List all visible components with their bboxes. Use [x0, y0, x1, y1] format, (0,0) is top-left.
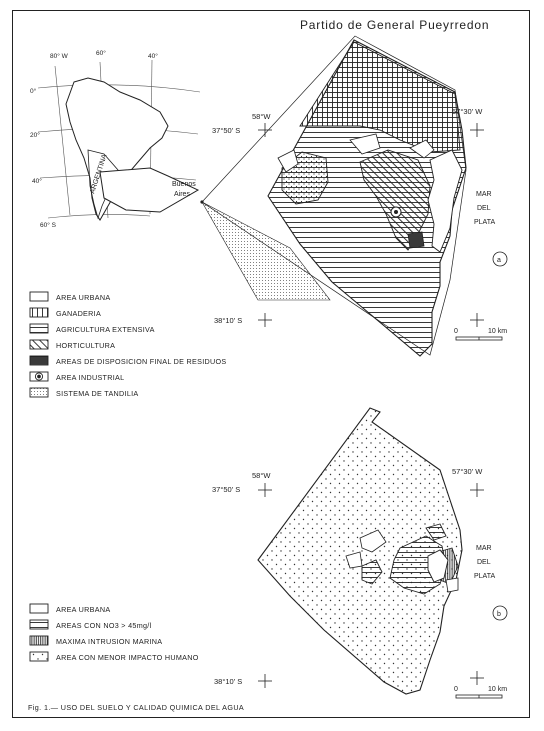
map-a: 58°W 37°50' S 57°30' W 38°10' S MAR DEL …: [201, 39, 508, 357]
map-b-panel-badge: [492, 605, 508, 621]
legend-a-label: AGRICULTURA EXTENSIVA: [56, 324, 155, 334]
map-b-panel-label: b: [497, 611, 501, 618]
urban-patch-2: [349, 133, 381, 155]
map-b-city-1: MAR: [476, 545, 492, 552]
map-a-coord-3810s: 38°10' S: [214, 316, 242, 325]
inset-lon-80: 80° W: [50, 52, 69, 60]
nitrate-zone-2: [361, 559, 383, 585]
legend-a-item-tandilia: SISTEMA DE TANDILIA: [56, 387, 139, 399]
legend-a-item-ganaderia: GANADERIA: [56, 307, 101, 319]
map-b-coord-5730w: 57°30' W: [452, 467, 483, 476]
urban-area-b: [427, 549, 449, 583]
legend-a-item-horticultura: HORTICULTURA: [56, 339, 115, 351]
map-a-city-3: PLATA: [474, 219, 495, 226]
map-b-city-2: DEL: [477, 559, 491, 566]
partido-b-outline: [257, 407, 463, 695]
cross-b-south-east: [470, 671, 484, 685]
map-a-coord-58w: 58°W: [252, 112, 271, 121]
inset-lon-40: 40°: [148, 52, 158, 60]
map-a-coord-5730w: 57°30' W: [452, 107, 483, 116]
legend-a-label: SISTEMA DE TANDILIA: [56, 388, 139, 398]
legend-a-item-urbana: AREA URBANA: [56, 291, 110, 303]
legend-b-item-urbana: AREA URBANA: [56, 603, 110, 615]
argentina-outline: [87, 149, 119, 220]
map-b: 58°W 37°50' S 57°30' W 38°10' S MAR DEL …: [212, 407, 508, 699]
inset-lat-0: 0°: [30, 87, 37, 95]
legend-b-swatches: [29, 603, 49, 662]
inset-map: 80° W 60° 40° 0° 20° 40° 60° S ARGENTINA…: [30, 35, 467, 356]
map-title: Partido de General Pueyrredon: [300, 18, 490, 32]
inset-lat-60s: 60° S: [40, 221, 57, 229]
legend-a-item-agricultura: AGRICULTURA EXTENSIVA: [56, 323, 155, 335]
cross-b-3810s: [258, 674, 272, 688]
map-b-scale-bar: [455, 694, 503, 699]
legend-b-item-nitrate: AREAS CON NO3 > 45mg/l: [56, 619, 151, 631]
legend-b-label: AREA URBANA: [56, 604, 111, 614]
legend-b-label: AREAS CON NO3 > 45mg/l: [56, 620, 152, 630]
nitrate-zone-main: [389, 535, 447, 595]
map-a-coord-3750s: 37°50' S: [212, 126, 240, 135]
legend-a-label: AREA URBANA: [56, 292, 111, 302]
inset-province-label-2: Aires: [174, 191, 190, 198]
cross-b-5730w: [470, 483, 484, 497]
tandilia-wedge: [201, 201, 331, 301]
cross-3810s: [258, 313, 272, 327]
urban-patch-1: [277, 149, 299, 173]
legend-b-item-impacto: AREA CON MENOR IMPACTO HUMANO: [56, 651, 199, 663]
map-b-city-3: PLATA: [474, 573, 495, 580]
cross-south-east: [470, 313, 484, 327]
legend-a-label: AREAS DE DISPOSICION FINAL DE RESIDUOS: [56, 356, 227, 366]
map-a-panel-badge: [492, 251, 508, 267]
disposal-zone: [407, 231, 425, 249]
map-a-scale-ten: 10 km: [488, 328, 507, 335]
figure-frame: [12, 10, 530, 718]
map-b-coord-58w: 58°W: [252, 471, 271, 480]
cross-58w: [258, 123, 272, 137]
legend-a-swatches: [29, 291, 49, 398]
inset-lon-60: 60°: [96, 49, 106, 57]
nitrate-zone-3: [425, 523, 447, 541]
map-b-coord-3810s: 38°10' S: [214, 677, 242, 686]
legend-b-item-intrusion: MAXIMA INTRUSION MARINA: [56, 635, 162, 647]
inset-province-label-1: Buenos: [172, 181, 196, 188]
legend-a-label: AREA INDUSTRIAL: [56, 372, 125, 382]
map-a-scale-zero: 0: [454, 328, 458, 335]
urban-patch-b1: [359, 529, 387, 553]
legend-a-label: GANADERIA: [56, 308, 102, 318]
inset-lat-20: 20°: [30, 131, 40, 139]
legend-b-label: AREA CON MENOR IMPACTO HUMANO: [56, 652, 199, 662]
inset-lat-40: 40°: [32, 177, 42, 185]
cross-5730w: [470, 123, 484, 137]
legend-a-item-residuos: AREAS DE DISPOSICION FINAL DE RESIDUOS: [56, 355, 227, 367]
industrial-area-marker: [390, 206, 402, 218]
urban-patch-b3: [445, 577, 459, 593]
callout-line: [201, 35, 467, 356]
cross-b-58w: [258, 483, 272, 497]
legend-a-label: HORTICULTURA: [56, 340, 116, 350]
map-a-scale-bar: [455, 336, 503, 341]
map-a-panel-label: a: [497, 257, 501, 264]
legend-b-label: MAXIMA INTRUSION MARINA: [56, 636, 163, 646]
buenos-aires-province: [99, 167, 200, 213]
urban-patch-3: [409, 139, 435, 159]
map-a-city-1: MAR: [476, 191, 492, 198]
figure-caption: Fig. 1.— USO DEL SUELO Y CALIDAD QUIMICA…: [28, 703, 245, 712]
urban-patch-b2: [345, 551, 363, 569]
legend-a-item-industrial: AREA INDUSTRIAL: [56, 371, 124, 383]
map-b-scale-zero: 0: [454, 686, 458, 693]
map-b-coord-3750s: 37°50' S: [212, 485, 240, 494]
urban-area: [427, 149, 463, 253]
map-b-scale-ten: 10 km: [488, 686, 507, 693]
map-a-city-2: DEL: [477, 205, 491, 212]
